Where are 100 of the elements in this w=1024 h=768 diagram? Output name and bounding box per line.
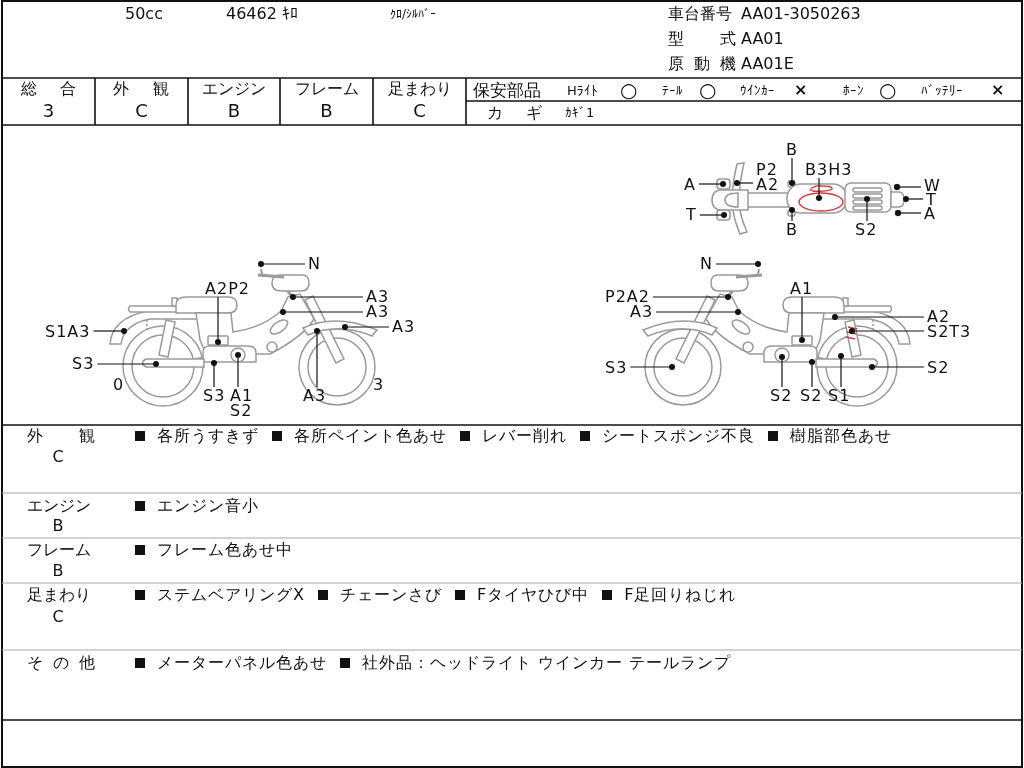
leader-line xyxy=(698,183,721,185)
remark-text: 樹脂部色あせ xyxy=(790,427,892,445)
dot-marker-icon xyxy=(721,212,727,218)
remark-text: チェーンさび xyxy=(339,586,442,604)
dot-marker-icon xyxy=(894,184,900,190)
leader-line xyxy=(791,157,793,181)
part-label: ﾃｰﾙ xyxy=(662,82,683,100)
grade-heading: エンジン xyxy=(201,80,267,98)
remark-text: エンジン音小 xyxy=(157,497,259,515)
leader-line xyxy=(92,330,122,332)
remark-text: メーターパネル色あせ xyxy=(157,654,327,672)
callout-label: A3 xyxy=(630,304,654,319)
callout-label: N xyxy=(308,256,321,271)
remark-text: ステムベアリングX xyxy=(157,586,305,604)
dot-marker-icon xyxy=(832,314,838,320)
leader-line xyxy=(840,358,842,388)
callout-label: B xyxy=(786,142,798,157)
leader-line xyxy=(96,363,154,365)
dot-marker-icon xyxy=(869,364,875,370)
callout-label: B xyxy=(786,222,798,237)
leader-line xyxy=(900,212,922,214)
leader-line xyxy=(837,316,925,318)
leader-line xyxy=(217,296,219,340)
field-value: AA01E xyxy=(741,55,794,73)
callout-label: S2 xyxy=(770,388,793,403)
leader-line xyxy=(213,365,215,388)
leader-line xyxy=(781,359,783,388)
remark-text: 各所うすきず xyxy=(157,427,259,445)
dot-marker-icon xyxy=(789,207,795,213)
callout-label: A xyxy=(684,177,696,192)
leader-line xyxy=(899,186,922,188)
leader-line xyxy=(629,366,670,368)
dot-marker-icon xyxy=(864,196,870,202)
field-value: AA01 xyxy=(741,30,784,48)
dot-marker-icon xyxy=(755,261,761,267)
dot-marker-icon xyxy=(342,324,348,330)
callout-label: S3 xyxy=(72,356,95,371)
callout-label: P2 xyxy=(756,162,779,177)
dot-marker-icon xyxy=(215,339,221,345)
dot-marker-icon xyxy=(211,360,217,366)
leader-line xyxy=(739,182,754,184)
callout-label: S3 xyxy=(605,360,628,375)
section-heading: フレーム xyxy=(27,541,92,559)
status-mark: × xyxy=(991,81,1005,99)
callout-label: S2T3 xyxy=(927,324,972,339)
remark-text: F足回りねじれ xyxy=(624,586,737,604)
field-label: 車台番号 xyxy=(668,5,732,23)
callout-label: S2 xyxy=(800,388,823,403)
callout-label: S2 xyxy=(927,360,950,375)
status-mark: × xyxy=(794,81,808,99)
grade-heading: フレーム xyxy=(293,80,360,98)
section-heading: エンジン xyxy=(27,497,92,515)
callout-label: A3 xyxy=(366,304,390,319)
leader-line xyxy=(854,330,925,332)
dot-marker-icon xyxy=(258,261,264,267)
dot-marker-icon xyxy=(799,337,805,343)
leader-line xyxy=(316,333,318,388)
grade-value: C xyxy=(51,608,65,626)
remark-text: レバー削れ xyxy=(482,427,567,445)
callout-label: A3 xyxy=(303,388,327,403)
grade-value: B xyxy=(51,517,65,535)
part-label: ｳｲﾝｶｰ xyxy=(740,82,775,100)
dot-marker-icon xyxy=(280,309,286,315)
leader-line xyxy=(652,296,726,298)
dot-marker-icon xyxy=(735,309,741,315)
dot-marker-icon xyxy=(779,354,785,360)
section-heading: 外 観 xyxy=(27,427,95,445)
field-label: カ ギ xyxy=(487,104,542,122)
leader-line xyxy=(295,296,364,298)
leader-line xyxy=(811,364,813,388)
callout-label: A1 xyxy=(790,281,814,296)
grade-value: 3 xyxy=(41,101,56,121)
callout-label: A2 xyxy=(756,177,780,192)
callout-label: P2A2 xyxy=(605,289,650,304)
callout-label: A2 xyxy=(927,309,951,324)
grade-value: B xyxy=(51,562,65,580)
mileage-text: 46462 ｷﾛ xyxy=(226,5,298,23)
grade-value: B xyxy=(319,101,334,121)
dot-marker-icon xyxy=(789,180,795,186)
dot-marker-icon xyxy=(838,353,844,359)
leader-line xyxy=(237,357,239,388)
remark-text: フレーム色あせ中 xyxy=(157,541,293,559)
part-label: Hﾗｲﾄ xyxy=(567,82,598,100)
dot-marker-icon xyxy=(314,328,320,334)
dot-marker-icon xyxy=(895,210,901,216)
dot-marker-icon xyxy=(235,352,241,358)
status-mark: ○ xyxy=(620,80,638,100)
grade-heading: 総 合 xyxy=(21,80,76,98)
leader-line xyxy=(908,198,924,200)
leader-line xyxy=(263,263,306,265)
status-mark: ○ xyxy=(879,80,897,100)
leader-line xyxy=(285,311,364,313)
color-text: ｸﾛ/ｼﾙﾊﾞｰ xyxy=(390,6,437,23)
grade-value: C xyxy=(412,101,427,121)
dot-marker-icon xyxy=(669,364,675,370)
field-label: 型 式 xyxy=(668,30,736,48)
callout-label: T xyxy=(686,207,697,222)
dot-marker-icon xyxy=(734,180,740,186)
leader-line xyxy=(801,296,803,338)
field-label: 原 動 機 xyxy=(668,55,736,73)
